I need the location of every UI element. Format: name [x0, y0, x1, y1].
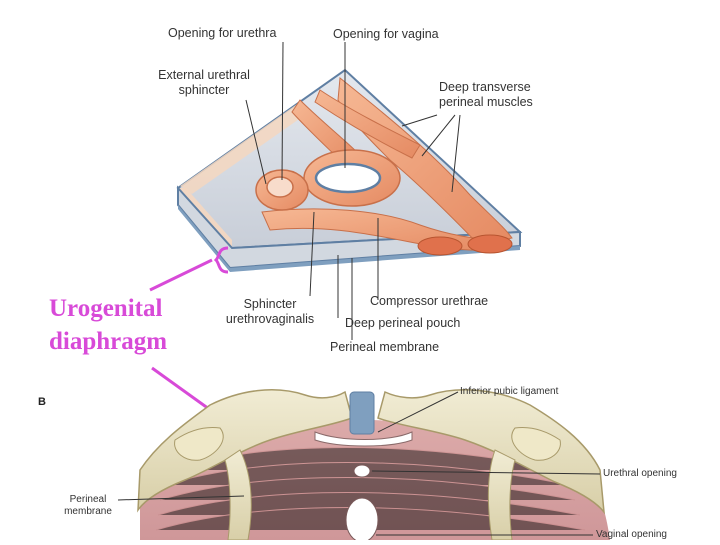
label-opening-urethra: Opening for urethra — [168, 26, 277, 40]
label-deep-transverse-perineal: Deep transverse perineal muscles — [439, 80, 533, 110]
openings — [266, 162, 382, 198]
label-perineal-membrane-b: Perineal membrane — [58, 494, 118, 518]
muscle-group — [255, 77, 513, 256]
label-compressor-urethrae: Compressor urethrae — [370, 294, 489, 308]
label-opening-vagina: Opening for vagina — [333, 27, 439, 41]
callout-urogenital: Urogenital — [49, 295, 163, 322]
label-line: Sphincter — [243, 297, 297, 311]
label-perineal-membrane: Perineal membrane — [330, 340, 440, 354]
label-line: sphincter — [178, 83, 230, 97]
callout-diaphragm: diaphragm — [49, 328, 168, 355]
label-line: perineal muscles — [439, 95, 533, 109]
label-external-urethral-sphincter: External urethral sphincter — [152, 68, 256, 98]
label-line: Perineal — [69, 494, 107, 505]
label-line: membrane — [64, 506, 112, 517]
label-sphincter-urethrovaginalis: Sphincter urethrovaginalis — [215, 297, 325, 327]
label-vaginal-opening: Vaginal opening — [596, 529, 667, 540]
panel-letter-b: B — [38, 396, 46, 408]
label-line: urethrovaginalis — [225, 312, 315, 326]
pelvic-outlet — [137, 389, 610, 543]
label-line: External urethral — [158, 68, 250, 82]
label-urethral-opening: Urethral opening — [603, 468, 677, 479]
label-inferior-pubic-ligament: Inferior pubic ligament — [460, 386, 559, 397]
leader-lines-a — [245, 41, 461, 340]
label-deep-perineal-pouch: Deep perineal pouch — [345, 316, 461, 330]
label-line: Deep transverse — [439, 80, 531, 94]
leader-lines-b — [117, 391, 601, 536]
